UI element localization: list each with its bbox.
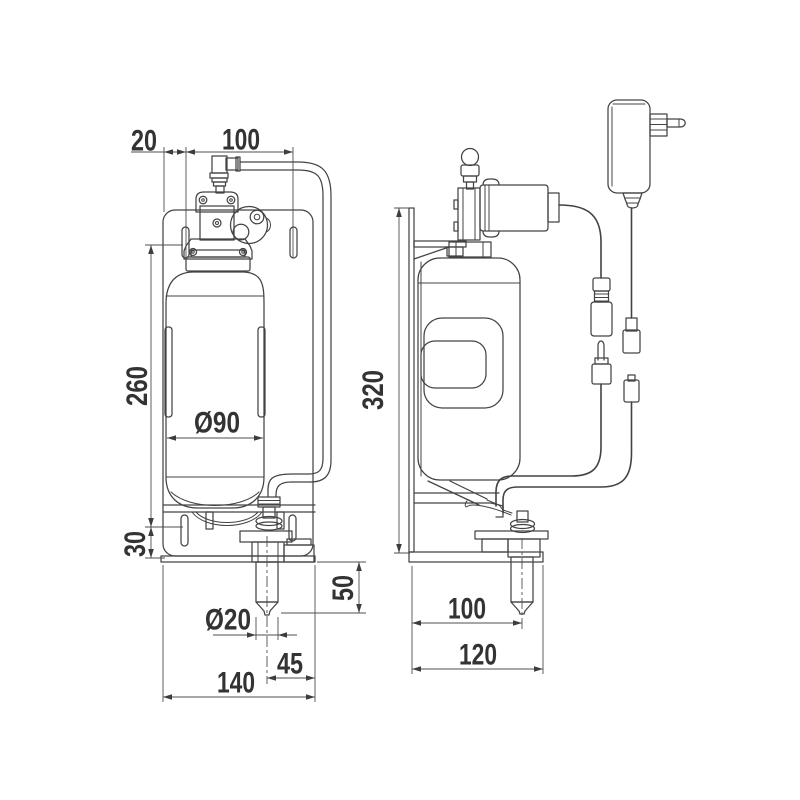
mini-plug: [591, 340, 612, 385]
pump-body: [199, 205, 235, 241]
pump-cable: [558, 204, 602, 279]
pump-motor: [229, 205, 269, 245]
hose-tube: [239, 169, 324, 498]
cable-boot: [622, 192, 643, 209]
bottle-side: [417, 257, 521, 481]
dim-overall-width: 140: [217, 667, 255, 700]
bottle-shelf: [162, 504, 316, 513]
spout-plate: [239, 530, 293, 543]
dim-nozzle-drop: 50: [327, 575, 360, 601]
dc-jack: [623, 374, 640, 403]
dim-overall-height: 320: [357, 370, 390, 410]
dim-plate-height: 260: [121, 366, 154, 406]
dim-slot-spacing: 100: [222, 124, 260, 157]
pump-bracket-side: [413, 240, 467, 260]
nozzle-tip-side: [510, 601, 534, 615]
sensor-wire: [464, 500, 512, 516]
dim-bottle-diameter: Ø90: [194, 407, 240, 440]
elbow-fitting: [209, 155, 241, 194]
ball-fitting: [460, 147, 480, 167]
mounting-slot: [180, 514, 189, 547]
sensor-block-side: [507, 538, 541, 558]
wall-plate-side: [408, 207, 415, 553]
sensor-block: [251, 541, 285, 563]
wall-plate-bottom-lip: [160, 555, 316, 563]
mounting-slot: [289, 226, 298, 259]
power-adapter: [607, 99, 686, 209]
pump-bracket: [183, 238, 253, 260]
dim-nozzle-diameter: Ø20: [205, 604, 251, 637]
valve-column: [457, 187, 481, 241]
hose-tube: [239, 161, 332, 498]
spout-assembly-side: [464, 500, 549, 615]
handle-recess: [423, 317, 504, 409]
adapter-body: [607, 99, 651, 194]
front-view: [160, 155, 332, 616]
dim-lower-section: 30: [119, 531, 152, 557]
bottle-clip: [164, 326, 173, 418]
side-view: [408, 99, 686, 615]
spout-plate-side: [474, 530, 549, 540]
bottle-clip: [257, 326, 266, 418]
nozzle-tip: [255, 601, 279, 616]
pump-side: [479, 184, 549, 232]
sensor-cable: [495, 383, 602, 507]
bottle-cap-side: [448, 241, 492, 258]
dim-nozzle-offset: 45: [277, 648, 303, 681]
bottle: [165, 271, 265, 509]
dim-nozzle-reach: 100: [448, 593, 486, 626]
plug-pin: [666, 118, 686, 128]
dimension-labels: 20 100 260 30 Ø90 Ø20 50 45 140 320 100 …: [119, 124, 497, 700]
dim-overall-depth: 120: [459, 639, 497, 672]
dc-plug: [622, 317, 641, 354]
spout-assembly: [239, 496, 315, 616]
bottom-plate-side: [408, 551, 544, 563]
dimension-lines: [131, 147, 544, 702]
inline-connector: [590, 277, 613, 337]
jack-cable: [502, 401, 633, 514]
handle-hole: [420, 340, 487, 389]
dim-offset-left: 20: [131, 125, 157, 158]
pump-top-flange: [195, 191, 239, 213]
